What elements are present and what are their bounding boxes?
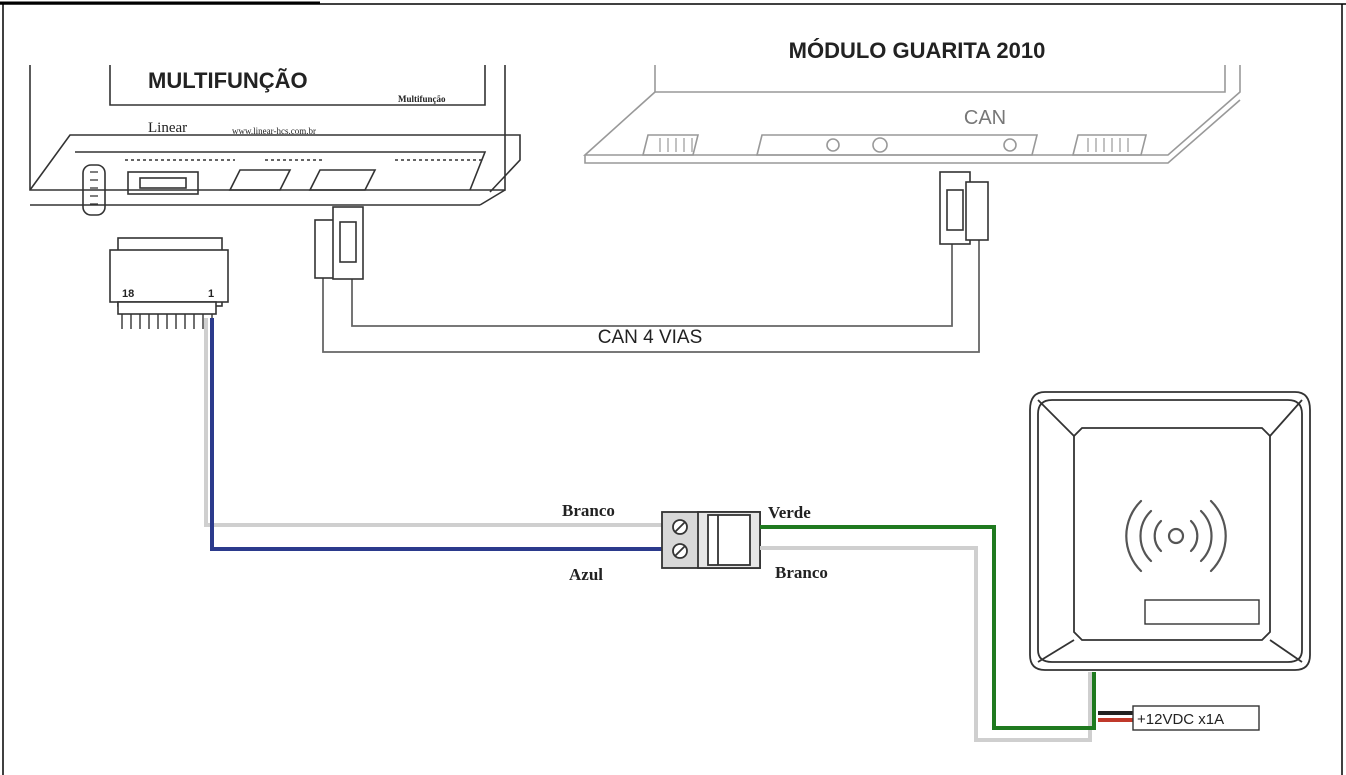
label-azul: Azul (569, 565, 603, 584)
connector-pin-18: 18 (122, 288, 134, 300)
wire-azul (210, 318, 662, 551)
rfid-wave-icon (1125, 499, 1227, 573)
can-cable (322, 235, 980, 353)
label-branco-left: Branco (562, 501, 615, 520)
guarita-title: MÓDULO GUARITA 2010 (789, 38, 1046, 63)
terminal-connector (109, 237, 229, 329)
label-verde: Verde (768, 503, 811, 522)
wire-verde (760, 525, 1096, 730)
wire-branco-right (760, 546, 1092, 742)
guarita-can-label: CAN (964, 107, 1006, 129)
multifuncao-url: www.linear-hcs.com.br (232, 126, 316, 136)
wire-branco-left (204, 318, 662, 527)
guarita-module (582, 65, 1241, 164)
multifuncao-subtitle: Multifunção (398, 94, 446, 104)
can-plug-right (939, 171, 989, 245)
can-plug-left (314, 206, 364, 280)
multifuncao-title: MULTIFUNÇÃO (148, 68, 308, 93)
can-cable-label: CAN 4 VIAS (598, 327, 703, 348)
power-label-box (1132, 705, 1260, 731)
power-label: +12VDC x1A (1137, 711, 1224, 728)
multifuncao-module (29, 65, 521, 216)
connector-pin-1: 1 (208, 288, 214, 300)
terminal-block (661, 511, 761, 569)
multifuncao-brand: Linear (148, 120, 187, 136)
label-branco-right: Branco (775, 563, 828, 582)
